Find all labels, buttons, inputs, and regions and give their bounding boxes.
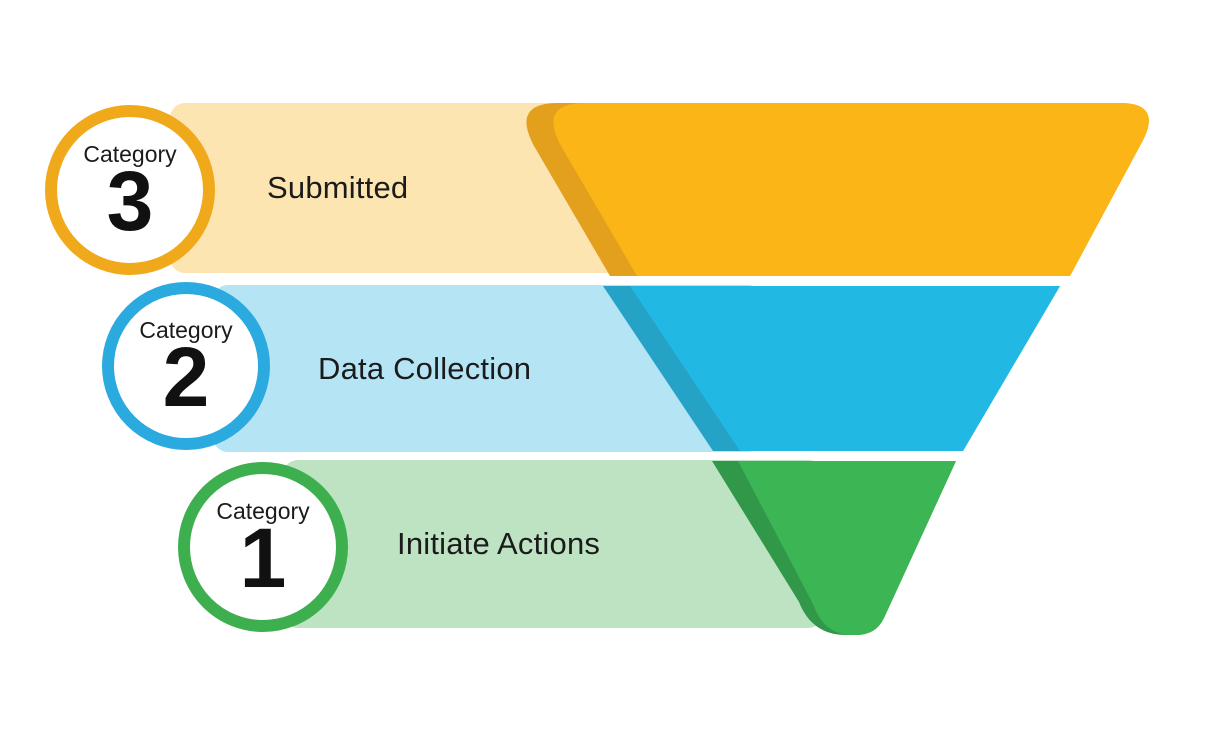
tier-label-initiate-actions: Initiate Actions (397, 526, 601, 561)
funnel-segment-data-collection (630, 286, 1060, 451)
category-badge-2: Category 2 (102, 282, 270, 450)
category-badge-3: Category 3 (45, 105, 215, 275)
badge-label: Category (83, 141, 177, 168)
tier-label-submitted: Submitted (267, 170, 409, 205)
tier-label-data-collection: Data Collection (318, 350, 532, 386)
badge-number: 2 (162, 330, 210, 425)
category-badge-1: Category 1 (178, 462, 348, 632)
badge-number: 3 (106, 154, 154, 249)
badge-label: Category (216, 498, 310, 525)
funnel-segment-submitted (553, 103, 1149, 276)
badge-label: Category (139, 317, 233, 344)
funnel-segment-initiate-actions (738, 461, 956, 635)
badge-number: 1 (239, 511, 287, 606)
